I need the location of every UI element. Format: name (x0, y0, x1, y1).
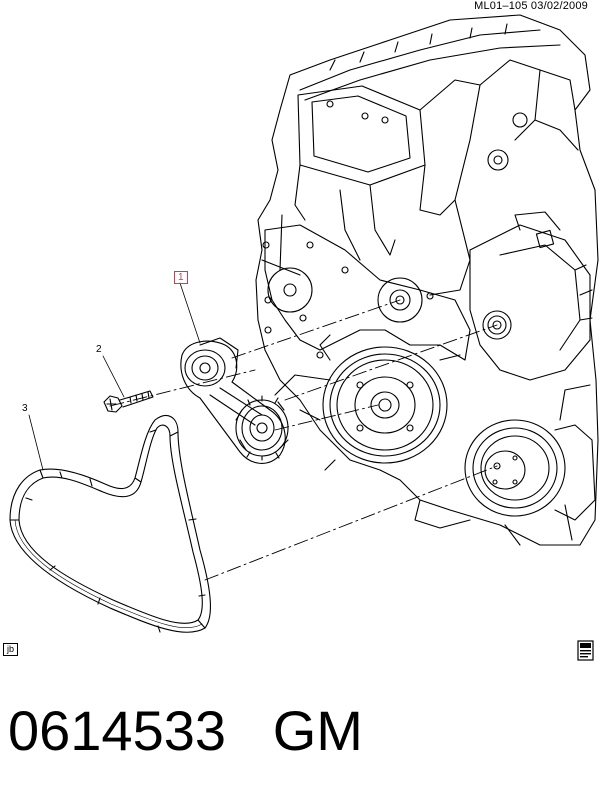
part-number: 0614533 (8, 699, 227, 762)
callout-2: 2 (96, 344, 102, 355)
serpentine-belt (9, 415, 211, 633)
document-id: ML01–105 03/02/2009 (474, 0, 588, 12)
leader-lines (28, 282, 201, 471)
jb-badge: jb (3, 643, 19, 656)
reference-lines (109, 299, 498, 581)
belt-tensioner (180, 337, 289, 464)
part-caption: 0614533 GM (8, 696, 363, 766)
engine-belt-diagram (9, 14, 599, 633)
manual-book-icon (577, 640, 594, 661)
callout-1: 1 (174, 271, 188, 284)
callout-3: 3 (22, 403, 28, 414)
brand-name: GM (272, 699, 363, 762)
engine-block (255, 14, 599, 546)
tensioner-bolt (103, 390, 154, 413)
